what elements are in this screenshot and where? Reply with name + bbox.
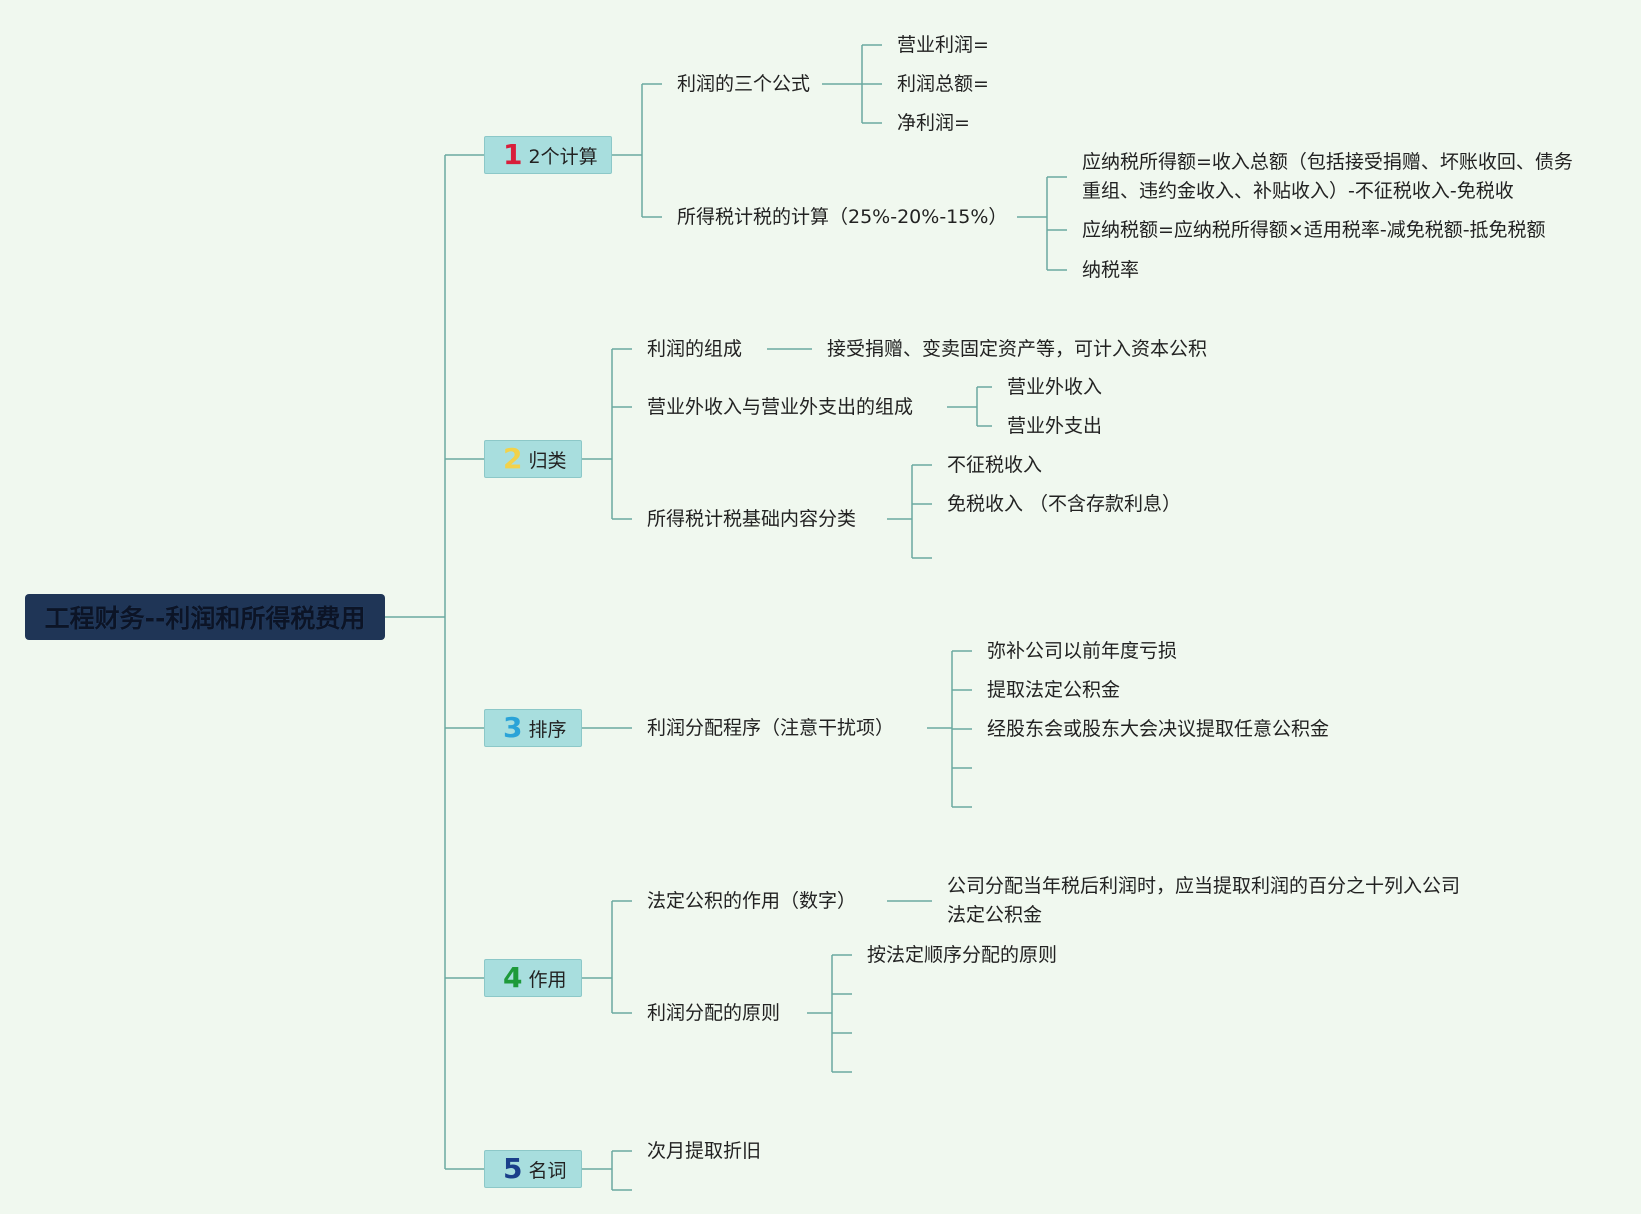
branch-5-node[interactable]: 5 名词: [484, 1150, 582, 1188]
node-next-month-depreciation[interactable]: 次月提取折旧: [647, 1140, 762, 1162]
branch-4-node[interactable]: 4 作用: [484, 959, 582, 997]
branch-label: 作用: [528, 968, 567, 991]
node-profit-formulas[interactable]: 利润的三个公式: [677, 73, 811, 95]
leaf-non-operating-expense[interactable]: 营业外支出: [1007, 415, 1103, 437]
node-tax-base-classification[interactable]: 所得税计税基础内容分类: [647, 508, 857, 530]
branch-label: 归类: [528, 449, 567, 472]
branch-number: 2: [503, 442, 523, 475]
leaf-capital-reserve[interactable]: 接受捐赠、变卖固定资产等，可计入资本公积: [827, 338, 1208, 360]
leaf-tax-payable[interactable]: 应纳税额=应纳税所得额×适用税率-减免税额-抵免税额: [1082, 219, 1546, 241]
leaf-discretionary-reserve[interactable]: 经股东会或股东大会决议提取任意公积金: [987, 718, 1330, 740]
node-distribution-procedure[interactable]: 利润分配程序（注意干扰项）: [647, 717, 895, 739]
branch-number: 1: [503, 138, 523, 171]
leaf-ten-percent-rule[interactable]: 公司分配当年税后利润时，应当提取利润的百分之十列入公司法定公积金: [947, 875, 1461, 926]
node-non-operating[interactable]: 营业外收入与营业外支出的组成: [647, 396, 914, 418]
node-statutory-reserve-role[interactable]: 法定公积的作用（数字）: [647, 890, 857, 912]
leaf-make-up-losses[interactable]: 弥补公司以前年度亏损: [987, 640, 1178, 662]
leaf-non-operating-income[interactable]: 营业外收入: [1007, 376, 1103, 398]
branch-number: 5: [503, 1152, 523, 1185]
node-profit-composition[interactable]: 利润的组成: [647, 338, 743, 360]
branch-label: 名词: [528, 1159, 567, 1182]
leaf-operating-profit[interactable]: 营业利润=: [897, 34, 989, 56]
branch-2-node[interactable]: 2 归类: [484, 440, 582, 478]
node-income-tax-calc[interactable]: 所得税计税的计算（25%-20%-15%）: [677, 206, 1008, 228]
branch-number: 4: [503, 961, 523, 994]
branch-label: 排序: [528, 718, 567, 741]
branch-number: 3: [503, 711, 523, 744]
branch-3-node[interactable]: 3 排序: [484, 709, 582, 747]
leaf-net-profit[interactable]: 净利润=: [897, 112, 970, 134]
node-distribution-principles[interactable]: 利润分配的原则: [647, 1002, 781, 1024]
leaf-total-profit[interactable]: 利润总额=: [897, 73, 989, 95]
leaf-tax-exempt-income[interactable]: 免税收入 （不含存款利息）: [947, 493, 1182, 515]
leaf-legal-order-principle[interactable]: 按法定顺序分配的原则: [867, 944, 1058, 966]
leaf-statutory-reserve[interactable]: 提取法定公积金: [987, 679, 1121, 701]
branch-label: 2个计算: [528, 145, 598, 168]
leaf-taxable-income[interactable]: 应纳税所得额=收入总额（包括接受捐赠、坏账收回、债务重组、违约金收入、补贴收入）…: [1082, 151, 1573, 202]
root-node[interactable]: 工程财务--利润和所得税费用: [25, 594, 385, 640]
branch-1-node[interactable]: 1 2个计算: [484, 136, 612, 174]
leaf-non-taxable-income[interactable]: 不征税收入: [947, 454, 1043, 476]
leaf-tax-rate[interactable]: 纳税率: [1082, 259, 1140, 281]
